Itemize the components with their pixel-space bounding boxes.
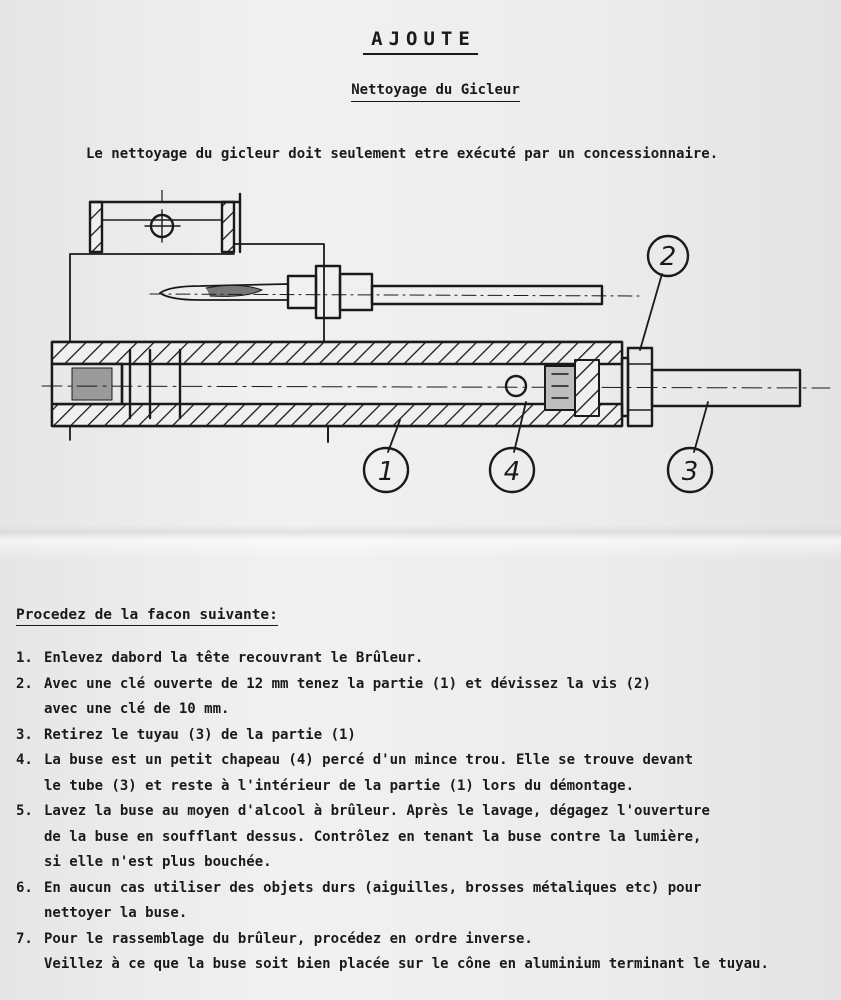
- step-text-line: avec une clé de 10 mm.: [44, 701, 230, 717]
- procedure-step: 3. Retirez le tuyau (3) de la partie (1): [16, 723, 836, 749]
- step-number: 1.: [16, 650, 33, 666]
- callout-circle-4: [488, 446, 536, 494]
- nozzle-cap-part-4: [544, 359, 600, 417]
- step-text-line: Lavez la buse au moyen d'alcool à brûleu…: [44, 803, 710, 819]
- procedure-step: 7. Pour le rassemblage du brûleur, procéd…: [16, 927, 836, 978]
- callout-label-2: 2: [660, 242, 677, 272]
- burner-body-part-1: [41, 340, 831, 443]
- procedure-steps: 1. Enlevez dabord la tête recouvrant le B…: [16, 646, 836, 978]
- procedure-step: 4. La buse est un petit chapeau (4) percé…: [16, 748, 836, 799]
- step-text-line: Retirez le tuyau (3) de la partie (1): [44, 726, 356, 743]
- callout-circle-3: [666, 446, 714, 494]
- probe-rod: [149, 264, 641, 320]
- step-text-line: Pour le rassemblage du brûleur, procédez…: [44, 930, 533, 947]
- procedure-heading: Procedez de la facon suivante:: [16, 607, 278, 626]
- step-number: 2.: [16, 675, 33, 692]
- callout-circle-1: [362, 446, 410, 494]
- step-text-line: le tube (3) et reste à l'intérieur de la…: [44, 777, 635, 794]
- step-text-line: de la buse en soufflant dessus. Contrôle…: [44, 828, 702, 845]
- callout-circle-2: [646, 234, 690, 278]
- screw-part-2: [620, 346, 654, 428]
- procedure-step: 1. Enlevez dabord la tête recouvrant le B…: [16, 646, 836, 672]
- step-number: 5.: [16, 803, 33, 819]
- step-text-line: Avec une clé ouverte de 12 mm tenez la p…: [44, 675, 651, 692]
- procedure-step: 6. En aucun cas utiliser des objets durs …: [16, 876, 836, 927]
- pipe-part-3: [650, 368, 802, 408]
- document-title: AJOUTE: [0, 28, 841, 55]
- step-text-line: si elle n'est plus bouchée.: [44, 854, 272, 870]
- step-number: 6.: [16, 879, 33, 896]
- step-text-line: Enlevez dabord la tête recouvrant le Brû…: [44, 650, 424, 666]
- step-text-line: La buse est un petit chapeau (4) percé d…: [44, 752, 694, 768]
- intro-text: Le nettoyage du gicleur doit seulement e…: [86, 146, 719, 162]
- step-text-line: Veillez à ce que la buse soit bien placé…: [44, 956, 769, 972]
- callout-label-3: 3: [682, 457, 699, 487]
- callout-label-1: 1: [378, 457, 395, 487]
- document-subtitle: Nettoyage du Gicleur: [0, 82, 841, 102]
- burner-nozzle-diagram: 2 1 4 3: [41, 190, 831, 494]
- step-number: 4.: [16, 752, 33, 768]
- callout-label-4: 4: [504, 457, 521, 487]
- procedure-step: 5. Lavez la buse au moyen d'alcool à brûl…: [16, 799, 836, 876]
- step-number: 3.: [16, 726, 33, 743]
- step-text-line: En aucun cas utiliser des objets durs (a…: [44, 879, 702, 896]
- procedure-step: 2. Avec une clé ouverte de 12 mm tenez la…: [16, 672, 836, 723]
- mounting-bracket: [88, 190, 242, 254]
- step-text-line: nettoyer la buse.: [44, 905, 188, 921]
- step-number: 7.: [16, 930, 33, 947]
